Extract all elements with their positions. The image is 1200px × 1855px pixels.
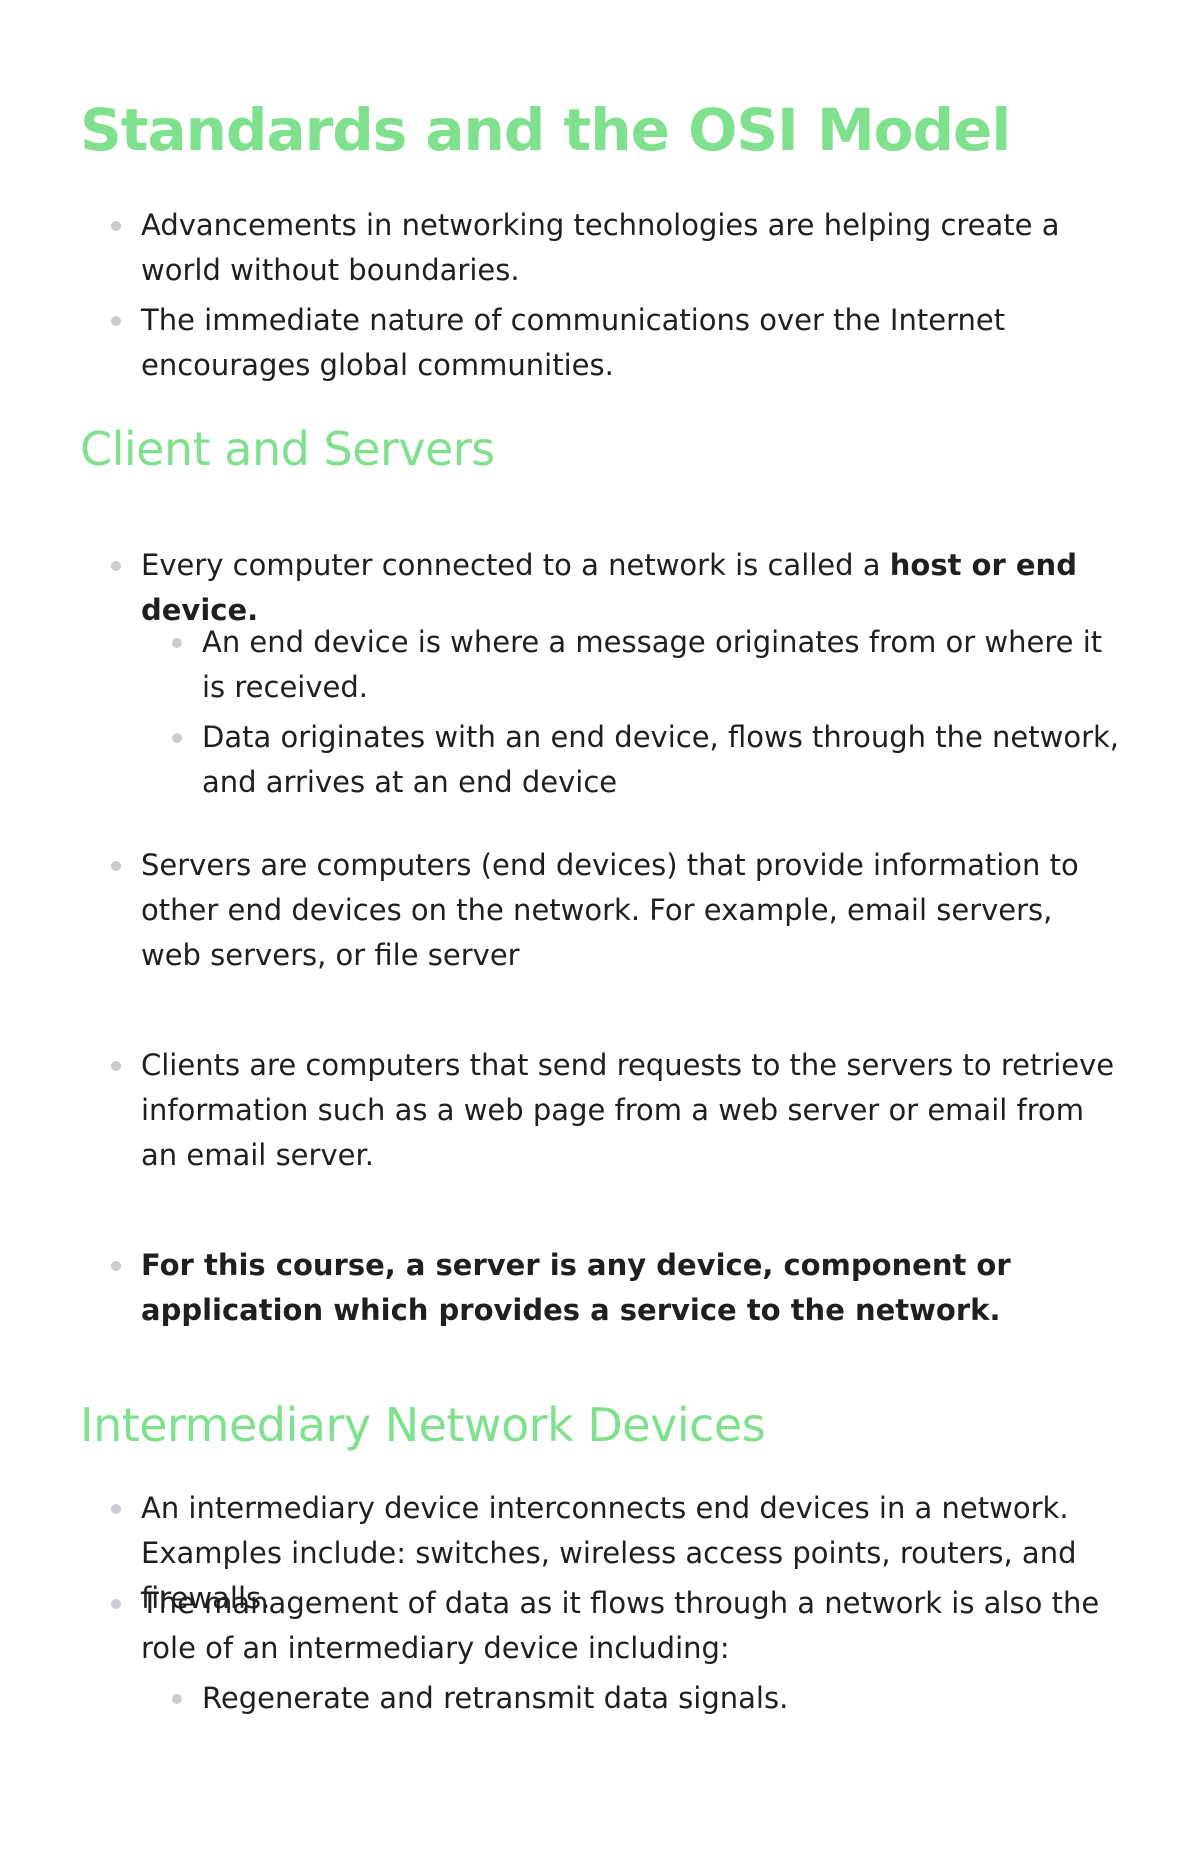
list-item-text: For this course, a server is any device,… bbox=[141, 1248, 1011, 1327]
sub-list-item: An end device is where a message origina… bbox=[172, 620, 1122, 710]
section-heading-intermediary: Intermediary Network Devices bbox=[80, 1398, 766, 1452]
bullet-icon bbox=[111, 561, 121, 571]
list-item: Clients are computers that send requests… bbox=[111, 1043, 1121, 1178]
bullet-icon bbox=[111, 316, 121, 326]
list-item-text: Data originates with an end device, flow… bbox=[202, 720, 1120, 799]
bullet-icon bbox=[111, 1061, 121, 1071]
sub-list-item: Regenerate and retransmit data signals. bbox=[172, 1676, 1122, 1721]
list-item-text: An intermediary device interconnects end… bbox=[141, 1491, 1077, 1615]
list-item: Servers are computers (end devices) that… bbox=[111, 843, 1121, 978]
list-item: Every computer connected to a network is… bbox=[111, 543, 1121, 633]
page-title: Standards and the OSI Model bbox=[80, 96, 1011, 164]
section-heading-client-servers: Client and Servers bbox=[80, 422, 495, 476]
list-item: An intermediary device interconnects end… bbox=[111, 1486, 1121, 1621]
bullet-icon bbox=[172, 638, 182, 648]
bullet-icon bbox=[111, 861, 121, 871]
list-item-text: Advancements in networking technologies … bbox=[141, 208, 1060, 287]
sub-list-item: Data originates with an end device, flow… bbox=[172, 715, 1122, 805]
list-item-text: Regenerate and retransmit data signals. bbox=[202, 1681, 789, 1715]
list-item-text: The immediate nature of communications o… bbox=[141, 303, 1006, 382]
bullet-icon bbox=[172, 1694, 182, 1704]
bullet-icon bbox=[111, 1599, 121, 1609]
list-item: Advancements in networking technologies … bbox=[111, 203, 1121, 293]
list-item-text: The management of data as it flows throu… bbox=[141, 1586, 1100, 1665]
list-item-text: Every computer connected to a network is… bbox=[141, 548, 890, 582]
list-item: The immediate nature of communications o… bbox=[111, 298, 1121, 388]
list-item: The management of data as it flows throu… bbox=[111, 1581, 1121, 1671]
bullet-icon bbox=[111, 1504, 121, 1514]
bullet-icon bbox=[111, 1261, 121, 1271]
list-item-text: Clients are computers that send requests… bbox=[141, 1048, 1115, 1172]
list-item-bold-text: host or end device. bbox=[141, 548, 1077, 627]
list-item-text: An end device is where a message origina… bbox=[202, 625, 1103, 704]
list-item-text: Servers are computers (end devices) that… bbox=[141, 848, 1079, 972]
bullet-icon bbox=[172, 733, 182, 743]
bullet-icon bbox=[111, 221, 121, 231]
list-item-course-note: For this course, a server is any device,… bbox=[111, 1243, 1121, 1333]
